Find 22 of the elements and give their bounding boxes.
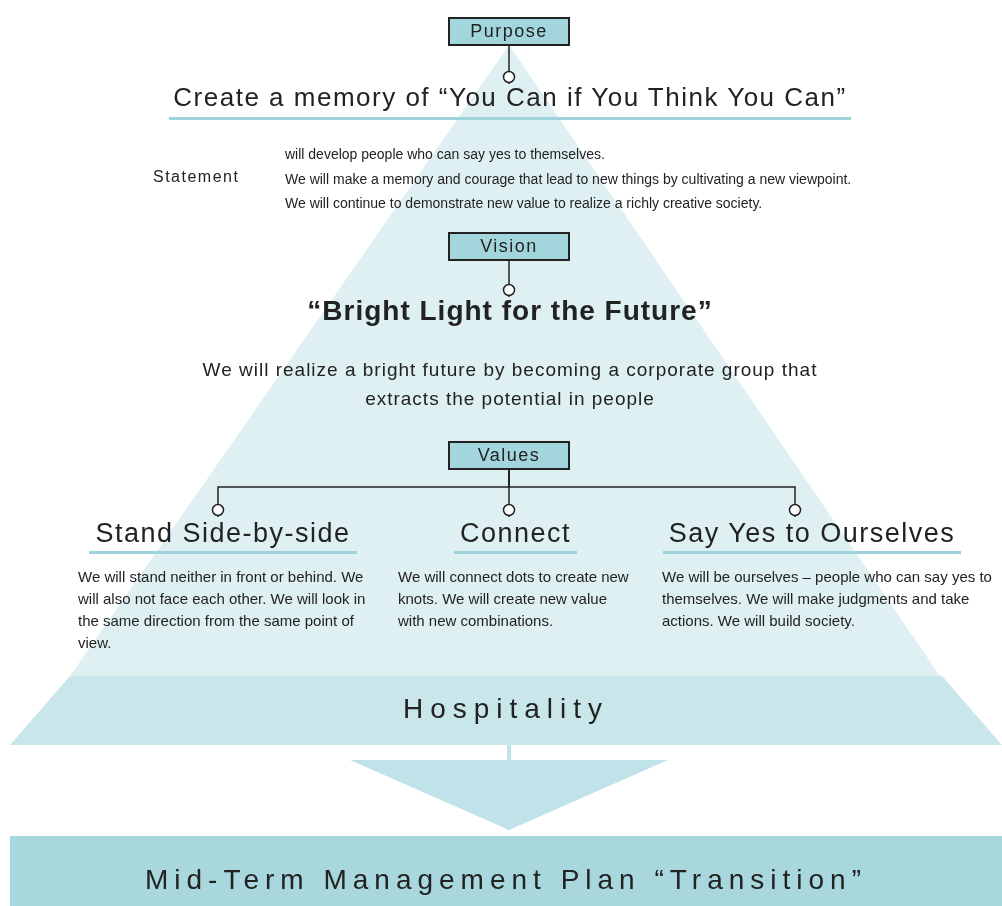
heading: Create a memory of “You Can if You Think You Can” [169, 82, 851, 120]
connector-line [508, 469, 802, 518]
label-box: Values [448, 441, 570, 470]
connector-line [502, 260, 516, 298]
heading: Connect [453, 518, 578, 554]
body-text: We will stand neither in front or behind. We will also not face each other. We will look in the same direction from the same point of view. [78, 567, 367, 653]
heading: Stand Side-by-side [89, 518, 357, 554]
statement-text: We will make a memory and courage that lead to new things by cultivating a new viewpoint. [285, 171, 852, 187]
statement-text: We will continue to demonstrate new value to realize a richly creative society. [285, 195, 763, 211]
body-text: We will be ourselves – people who can say yes to themselves. We will make judgments and take actions. We will build society. [662, 567, 992, 631]
band-label: Hospitality [401, 693, 611, 725]
label-box: Purpose [448, 17, 570, 46]
heading: Say Yes to Ourselves [662, 518, 962, 554]
section-label: Statement [153, 168, 240, 186]
statement-text: will develop people who can say yes to themselves. [285, 146, 605, 162]
label-box: Vision [448, 232, 570, 261]
body-text: We will connect dots to create new knots. We will create new value with new combinations. [398, 567, 630, 631]
chevron-arrow [350, 745, 668, 830]
description-text: We will realize a bright future by becoming a corporate group that extracts the potential in people [201, 358, 819, 411]
plan-band: Mid-Term Management Plan “Transition” [10, 836, 1002, 906]
connector-line [502, 45, 516, 85]
heading: “Bright Light for the Future” [307, 295, 713, 327]
